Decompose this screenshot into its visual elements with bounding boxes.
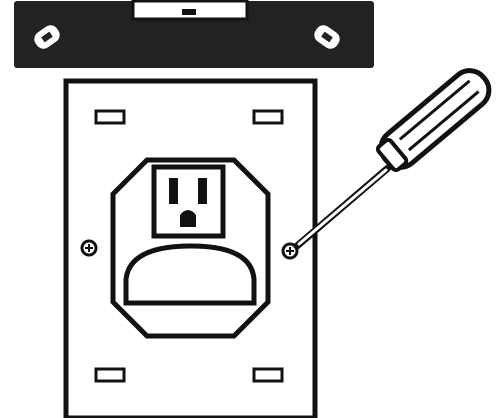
screwdriver-handle <box>374 63 496 174</box>
receptacle-left-slot <box>169 178 178 204</box>
receptacle-ground-hole <box>180 210 196 227</box>
mounting-slot-bottom-right <box>254 369 282 381</box>
outlet-cover-plate <box>66 81 315 418</box>
electrical-outlet-icon <box>154 167 223 236</box>
screwdriver-icon <box>297 63 496 246</box>
mounting-slot-top-right <box>254 111 282 123</box>
spirit-level-icon <box>14 1 374 68</box>
lower-receptacle <box>126 246 254 303</box>
level-bubble <box>182 9 196 15</box>
mounting-slot-top-left <box>96 111 124 123</box>
screw-icon <box>82 241 96 255</box>
mounting-slot-bottom-left <box>96 369 124 381</box>
receptacle-right-slot <box>198 178 207 204</box>
